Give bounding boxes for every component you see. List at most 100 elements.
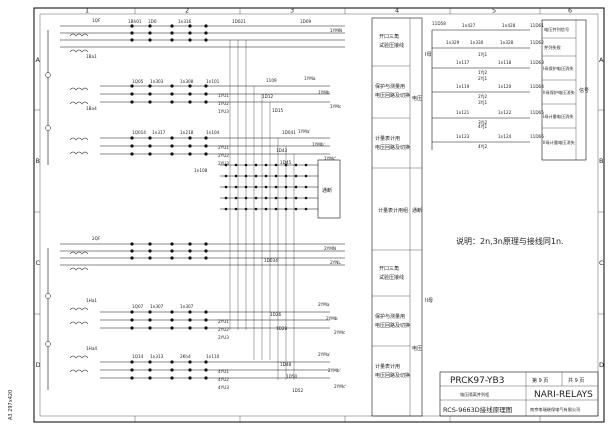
terminal-dot	[148, 318, 152, 322]
wire-id: 1n120	[498, 84, 512, 89]
transfer-terminal-dot	[244, 174, 248, 178]
signal-label: II母保护电压消失	[543, 89, 576, 96]
switch-label: 1Ba4	[86, 106, 97, 111]
wire-id: 1Q05	[132, 79, 144, 84]
transfer-terminal-dot	[274, 174, 278, 178]
inner-frame	[39, 13, 599, 417]
coil-label: 1YJ2	[478, 70, 487, 75]
terminal-dot	[130, 310, 134, 314]
wire-id: 1n303	[150, 79, 164, 84]
terminal-dot	[188, 38, 192, 42]
fuse-label: 1QF	[92, 18, 101, 23]
terminal-dot	[170, 84, 174, 88]
coil-label: 4YU1	[218, 369, 229, 374]
terminal-dot	[170, 249, 174, 253]
terminal-dot	[148, 100, 152, 104]
coil-label: 4YU2	[218, 377, 229, 382]
terminal-dot	[170, 31, 174, 35]
transfer-terminal-dot	[264, 207, 268, 211]
terminal-dot	[188, 31, 192, 35]
coil-label: 4YU3	[218, 385, 229, 390]
terminal-dot	[188, 318, 192, 322]
wire-id: 1109	[266, 78, 277, 83]
transfer-terminal-dot	[294, 207, 298, 211]
wire-id: 1n307	[180, 304, 194, 309]
coil-label: 1YU1	[218, 93, 229, 98]
fuse-label: 2QF	[92, 236, 101, 241]
terminal-dot	[130, 249, 134, 253]
wire-id: 1n104	[206, 130, 220, 135]
terminal-dot	[188, 84, 192, 88]
transfer-terminal-dot	[224, 196, 228, 200]
drawing-frame	[33, 7, 605, 423]
panel-row-label-line: 试验压接线	[379, 274, 404, 281]
note-text: 说明：2n,3n原理与接线同1n.	[456, 236, 564, 246]
row-letter: D	[599, 361, 604, 369]
terminal-dot	[148, 249, 152, 253]
panel-row-label-line: 电压回路及切换	[375, 144, 410, 151]
coil-label: 1YJ1	[478, 52, 487, 57]
col-number: 3	[290, 7, 294, 15]
transfer-terminal-dot	[294, 196, 298, 200]
panel-row-label-line: 电压回路及切换	[375, 92, 410, 99]
transfer-terminal-dot	[244, 196, 248, 200]
sheet-total: 共 9 页	[568, 377, 584, 384]
terminal-dot	[130, 31, 134, 35]
terminal-dot	[148, 152, 152, 156]
col-number: 6	[568, 7, 572, 15]
wire-id: 1D09	[300, 19, 312, 24]
terminal-dot	[170, 144, 174, 148]
drawing-number: PRCK97-YB3	[450, 376, 504, 386]
transfer-terminal-dot	[254, 163, 258, 167]
panel-row-label-line: 电压回路及切换	[375, 372, 410, 379]
terminal-dot	[130, 144, 134, 148]
upper-meter-rows: 1Q014 1n317 1n218 1n104 2YU1 2YU2 2YU3 1…	[100, 129, 336, 166]
panel-row-label: 计量表计用电压回路及切换	[375, 363, 410, 379]
wire-id: 1n316	[178, 19, 192, 24]
coil-label: 1YU3	[218, 109, 229, 114]
wire-id: 1n328	[500, 40, 514, 45]
row-letter: C	[36, 259, 41, 267]
terminal-dot	[188, 376, 192, 380]
bus-tag: 1YMb	[318, 90, 330, 95]
col-number: 5	[492, 7, 496, 15]
company-name-cn: 南京南瑞继保电气有限公司	[530, 406, 580, 413]
panel-row-label: 计量表计用电压回路及切换	[375, 135, 410, 151]
transfer-terminal-dot	[304, 163, 308, 167]
signal-group-label: 信号	[579, 87, 589, 94]
signal-label: I母计量电压消失	[543, 113, 574, 120]
upper-voltage-rows: 1Q05 1n303 1n308 1n101 1YU1 1YU2 1YU3 1Y…	[100, 76, 342, 114]
panel-row-label: 保护与测量用电压回路及切换	[375, 83, 410, 99]
terminal-dot	[130, 38, 134, 42]
transfer-terminal-dot	[274, 163, 278, 167]
wire-id: 1n108	[194, 168, 208, 173]
wire-id: 1n428	[502, 23, 516, 28]
wire-id: 1Q07	[132, 304, 144, 309]
wire-id: 1D43	[276, 148, 288, 153]
terminal-dots	[130, 24, 308, 380]
bus-tag: 1YMN	[330, 28, 342, 33]
transfer-terminal-dot	[244, 207, 248, 211]
transfer-terminal-dot	[294, 174, 298, 178]
transfer-block-label: 通断	[322, 187, 332, 194]
wire-id: 1n124	[498, 134, 512, 139]
coil-label: 1YU2	[218, 101, 229, 106]
transfer-terminal-dot	[224, 185, 228, 189]
terminal-dot	[204, 318, 208, 322]
transfer-terminal-dot	[234, 174, 238, 178]
bus-tag: 1YMc'	[324, 156, 336, 161]
row-letter: A	[599, 56, 604, 64]
row-letter: D	[36, 361, 41, 369]
signal-label: II母计量电压消失	[543, 139, 576, 146]
terminal-dot	[130, 100, 134, 104]
transfer-terminal-dot	[294, 163, 298, 167]
terminal-dot	[148, 326, 152, 330]
wire-id: 1D021	[232, 19, 246, 24]
wire-id: 1D0	[148, 19, 157, 24]
transfer-terminal-dot	[294, 185, 298, 189]
bus-tag: 2YMc'	[334, 384, 346, 389]
terminal-dot	[148, 92, 152, 96]
wire-id: 1n427	[462, 23, 476, 28]
panel-group-label: 通断	[412, 207, 422, 214]
